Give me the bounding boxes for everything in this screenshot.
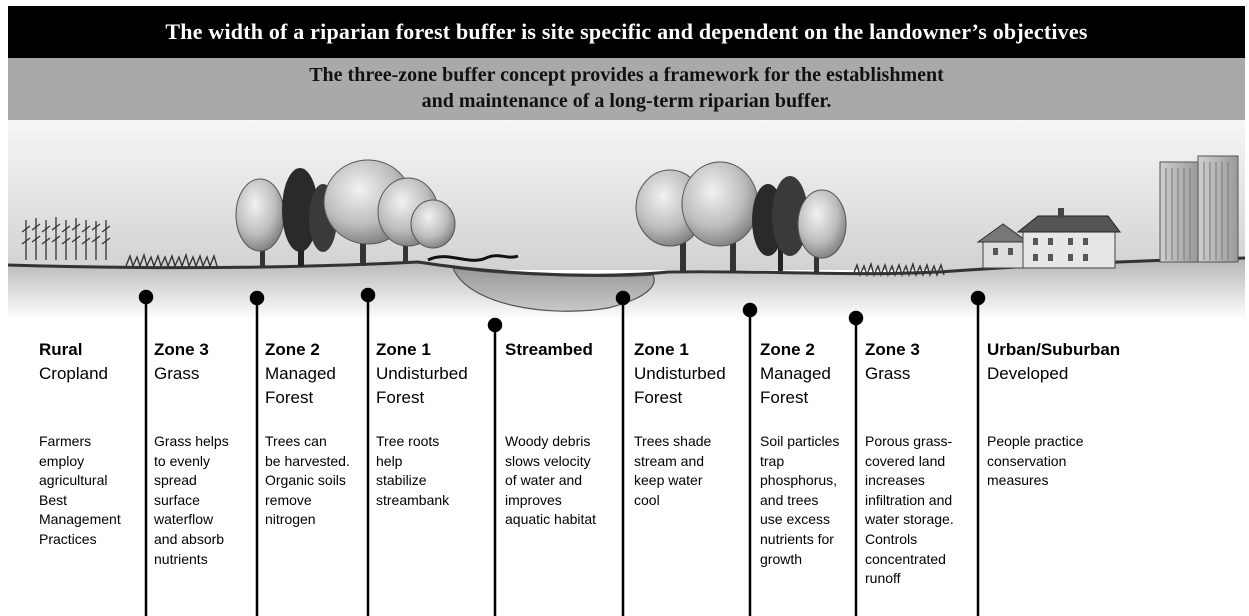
zone-title: Rural <box>39 340 83 359</box>
subtitle-line-2: and maintenance of a long-term riparian … <box>421 90 832 112</box>
subtitle-line-1: The three-zone buffer concept provides a… <box>309 64 944 86</box>
zone-title: Zone 1 <box>634 340 689 359</box>
landscape-illustration <box>8 120 1245 616</box>
zone-description: Woody debris slows velocity of water and… <box>505 433 597 528</box>
zone-title: Urban/Suburban <box>987 340 1121 359</box>
zone-title: Streambed <box>505 340 593 359</box>
zone-description: Trees can be harvested. Organic soils re… <box>265 433 350 528</box>
zone-subtitle: Managed Forest <box>760 364 831 407</box>
zone-2-managed-forest-left: Zone 2 Managed Forest Trees can be harve… <box>265 338 350 527</box>
building-icon <box>1159 155 1239 263</box>
zone-title: Zone 3 <box>154 340 209 359</box>
zone-1-undisturbed-forest-left: Zone 1 Undisturbed Forest Tree roots hel… <box>376 338 468 508</box>
zone-title: Zone 1 <box>376 340 431 359</box>
zone-rural-cropland: Rural Cropland Farmers employ agricultur… <box>39 338 121 547</box>
diagram-title: The width of a riparian forest buffer is… <box>8 6 1245 58</box>
zone-subtitle: Managed Forest <box>265 364 336 407</box>
zone-3-grass-right: Zone 3 Grass Porous grass- covered land … <box>865 338 954 586</box>
zone-title: Zone 2 <box>760 340 815 359</box>
zone-subtitle: Undisturbed Forest <box>634 364 726 407</box>
zone-description: Trees shade stream and keep water cool <box>634 433 712 508</box>
subtitle-band: The three-zone buffer concept provides a… <box>8 58 1245 120</box>
grass-right-icon <box>852 261 945 278</box>
zone-urban-suburban: Urban/Suburban Developed People practice… <box>987 338 1121 488</box>
zone-description: Soil particles trap phosphorus, and tree… <box>760 433 840 567</box>
zone-1-undisturbed-forest-right: Zone 1 Undisturbed Forest Trees shade st… <box>634 338 726 508</box>
zone-description: People practice conservation measures <box>987 433 1084 489</box>
house-icon <box>976 208 1121 269</box>
zone-title: Zone 3 <box>865 340 920 359</box>
zone-subtitle: Cropland <box>39 364 108 383</box>
left-forest-icon <box>235 159 456 266</box>
zone-title: Zone 2 <box>265 340 320 359</box>
zone-3-grass-left: Zone 3 Grass Grass helps to evenly sprea… <box>154 338 229 567</box>
right-forest-icon <box>635 161 847 272</box>
zone-subtitle: Undisturbed Forest <box>376 364 468 407</box>
cropland-icon <box>21 217 111 260</box>
zone-description: Farmers employ agricultural Best Managem… <box>39 433 121 547</box>
zone-subtitle: Developed <box>987 364 1069 383</box>
zone-streambed: Streambed Woody debris slows velocity of… <box>505 338 596 527</box>
zone-markers <box>138 287 986 616</box>
zone-subtitle: Grass <box>154 364 200 383</box>
zone-description: Grass helps to evenly spread surface wat… <box>154 433 229 567</box>
woody-debris-icon <box>427 254 519 262</box>
zone-description: Porous grass- covered land increases inf… <box>865 433 954 587</box>
zone-subtitle: Grass <box>865 364 911 383</box>
grass-left-icon <box>125 252 218 269</box>
zone-2-managed-forest-right: Zone 2 Managed Forest Soil particles tra… <box>760 338 839 567</box>
zone-description: Tree roots help stabilize streambank <box>376 433 450 508</box>
